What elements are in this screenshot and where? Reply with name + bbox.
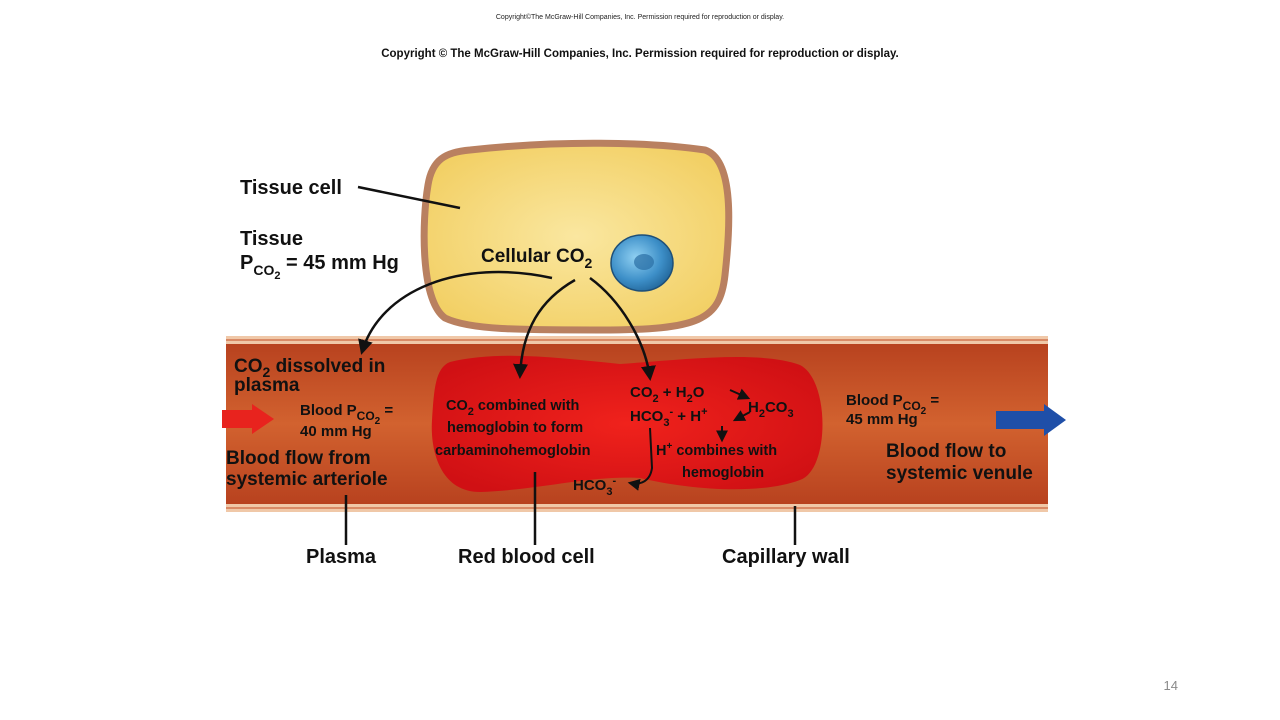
h-combines-label: H+ combines with bbox=[656, 441, 777, 459]
h-combines-line2: hemoglobin bbox=[682, 465, 764, 481]
flow-from-label-2: systemic arteriole bbox=[226, 469, 388, 490]
arrow-h2co3-to-h bbox=[732, 410, 751, 422]
reaction-co2-h2o: CO2 + H2O bbox=[630, 384, 705, 405]
copyright-notice-small: Copyright©The McGraw-Hill Companies, Inc… bbox=[495, 14, 785, 21]
red-blood-cell bbox=[431, 355, 823, 492]
capillary-wall-label: Capillary wall bbox=[722, 546, 850, 568]
tissue-cell-label: Tissue cell bbox=[240, 177, 342, 199]
arrow-co2-to-rbc bbox=[513, 278, 576, 379]
flow-from-label: Blood flow from bbox=[226, 448, 371, 469]
co2-combined-line3: carbaminohemoglobin bbox=[435, 443, 591, 459]
arrow-blood-in bbox=[222, 404, 274, 434]
leader-tissue-cell bbox=[357, 185, 461, 210]
arrow-h2o-to-h2co3 bbox=[729, 388, 751, 400]
copyright-notice: Copyright © The McGraw-Hill Companies, I… bbox=[381, 48, 899, 60]
reaction-hco3-h: HCO3- + H+ bbox=[630, 406, 708, 429]
blood-pco2-out-label: Blood PCO2 = bbox=[846, 392, 939, 417]
co2-dissolved-label: CO2 dissolved in bbox=[234, 356, 385, 380]
plasma-line2-label: plasma bbox=[234, 375, 300, 396]
arrow-hco3-out bbox=[627, 427, 654, 491]
plasma-label: Plasma bbox=[306, 546, 377, 568]
tissue-pco2-label: PCO2 = 45 mm Hg bbox=[240, 252, 399, 282]
red-blood-cell-label: Red blood cell bbox=[458, 546, 595, 568]
blood-pco2-in-value: 40 mm Hg bbox=[300, 423, 372, 440]
flow-to-label: Blood flow to bbox=[886, 441, 1006, 462]
blood-pco2-in-label: Blood PCO2 = bbox=[300, 402, 393, 427]
arrow-co2-to-reaction bbox=[589, 276, 656, 381]
tissue-cell bbox=[420, 139, 733, 334]
hco3-out-label: HCO3- bbox=[573, 475, 616, 498]
slide-number: 14 bbox=[1163, 678, 1178, 693]
flow-to-label-2: systemic venule bbox=[886, 463, 1033, 484]
arrow-blood-out bbox=[996, 404, 1066, 436]
arrow-co2-to-plasma bbox=[358, 270, 553, 355]
blood-pco2-out-value: 45 mm Hg bbox=[846, 411, 918, 428]
co2-combined-line2: hemoglobin to form bbox=[447, 420, 583, 436]
cellular-co2-label: Cellular CO2 bbox=[481, 246, 592, 271]
reaction-h2co3: H2CO3 bbox=[748, 399, 794, 420]
co2-combined-label: CO2 combined with bbox=[446, 398, 579, 418]
tissue-label: Tissue bbox=[240, 228, 303, 250]
